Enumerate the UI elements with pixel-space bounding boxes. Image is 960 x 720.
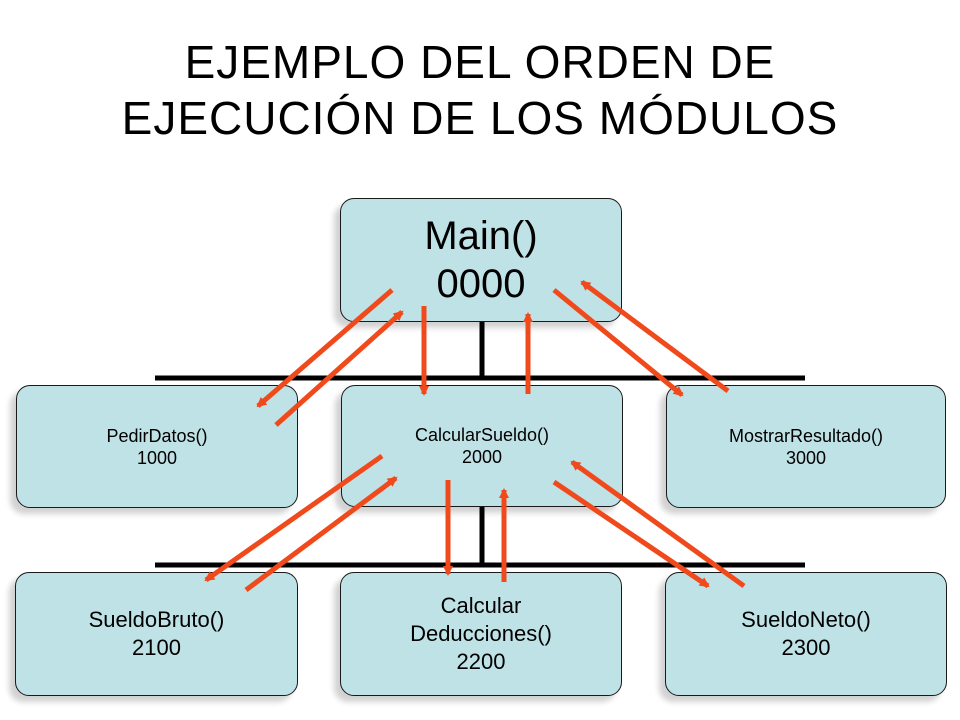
- node-calcular-deducciones-code: 2200: [456, 649, 506, 674]
- node-calcular-deducciones-name-2: Deducciones(): [410, 621, 552, 646]
- title-line-2: EJECUCIÓN DE LOS MÓDULOS: [121, 92, 839, 144]
- node-calcular-sueldo: CalcularSueldo() 2000: [341, 385, 623, 507]
- title-line-1: EJEMPLO DEL ORDEN DE: [184, 36, 776, 88]
- node-calcular-sueldo-name: CalcularSueldo(): [414, 425, 550, 445]
- node-sueldo-neto-name: SueldoNeto(): [741, 607, 871, 632]
- node-main: Main() 0000: [340, 198, 622, 322]
- node-pedir-datos-code: 1000: [136, 447, 178, 468]
- node-sueldo-neto-code: 2300: [781, 635, 831, 660]
- slide-title: EJEMPLO DEL ORDEN DE EJECUCIÓN DE LOS MÓ…: [0, 34, 960, 146]
- node-pedir-datos-name: PedirDatos(): [106, 425, 208, 446]
- node-main-name: Main(): [424, 214, 538, 258]
- node-sueldo-bruto: SueldoBruto() 2100: [15, 572, 298, 696]
- node-calcular-deducciones-name-1: Calcular: [440, 593, 522, 618]
- node-mostrar-resultado-code: 3000: [785, 447, 827, 468]
- node-sueldo-bruto-name: SueldoBruto(): [88, 607, 225, 632]
- node-calcular-deducciones: Calcular Deducciones() 2200: [340, 572, 622, 696]
- node-mostrar-resultado: MostrarResultado() 3000: [666, 385, 946, 508]
- node-mostrar-resultado-name: MostrarResultado(): [728, 425, 884, 446]
- node-sueldo-bruto-code: 2100: [132, 635, 181, 660]
- node-main-code: 0000: [436, 262, 526, 306]
- node-calcular-sueldo-code: 2000: [461, 447, 503, 467]
- node-pedir-datos: PedirDatos() 1000: [16, 385, 298, 508]
- node-sueldo-neto: SueldoNeto() 2300: [665, 572, 947, 696]
